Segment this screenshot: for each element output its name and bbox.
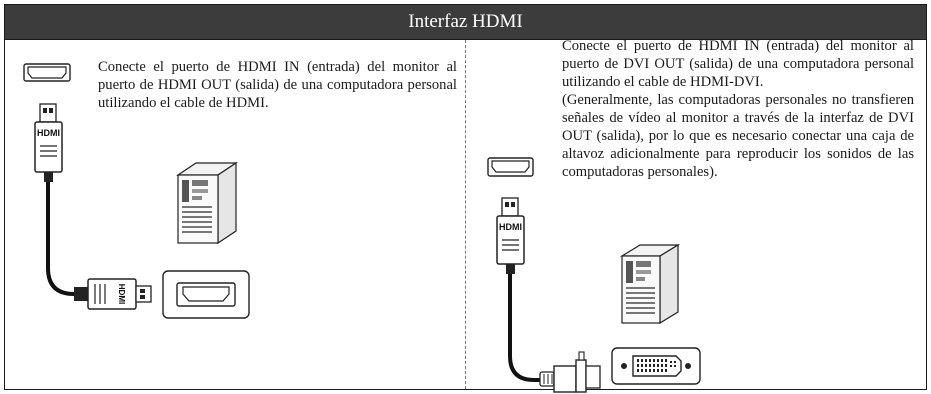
hdmi-cable: [46, 182, 84, 296]
hdmi-plug-horizontal-icon: HDMI: [74, 278, 152, 310]
dvi-plug-icon: [539, 351, 601, 393]
hdmi-plug-horizontal-label: HDMI: [117, 284, 126, 304]
hdmi-dvi-cable: [508, 274, 542, 382]
instruction-table: Interfaz HDMI: [4, 4, 927, 390]
computer-tower-icon: [176, 161, 238, 245]
hdmi-plug-icon-right: HDMI: [496, 197, 525, 274]
hdmi-plug-icon: HDMI: [34, 103, 63, 182]
hdmi-plug-label-right: HDMI: [499, 222, 522, 232]
right-instruction-block: Conecte el puerto de HDMI IN (entrada) d…: [562, 37, 914, 181]
section-title: Interfaz HDMI: [5, 5, 926, 40]
monitor-dvi-port-icon: [611, 347, 701, 385]
hdmi-plug-label: HDMI: [37, 128, 60, 138]
hdmi-port-icon-right: [487, 157, 534, 177]
right-instruction-text: Conecte el puerto de HDMI IN (entrada) d…: [562, 38, 914, 90]
computer-tower-icon-right: [619, 243, 681, 325]
left-instruction-text: Conecte el puerto de HDMI IN (entrada) d…: [98, 59, 457, 111]
monitor-hdmi-port-icon: [162, 270, 250, 319]
column-divider: [465, 40, 466, 389]
right-instruction-note: (Generalmente, las computadoras personal…: [562, 92, 914, 180]
hdmi-port-icon: [23, 63, 71, 82]
